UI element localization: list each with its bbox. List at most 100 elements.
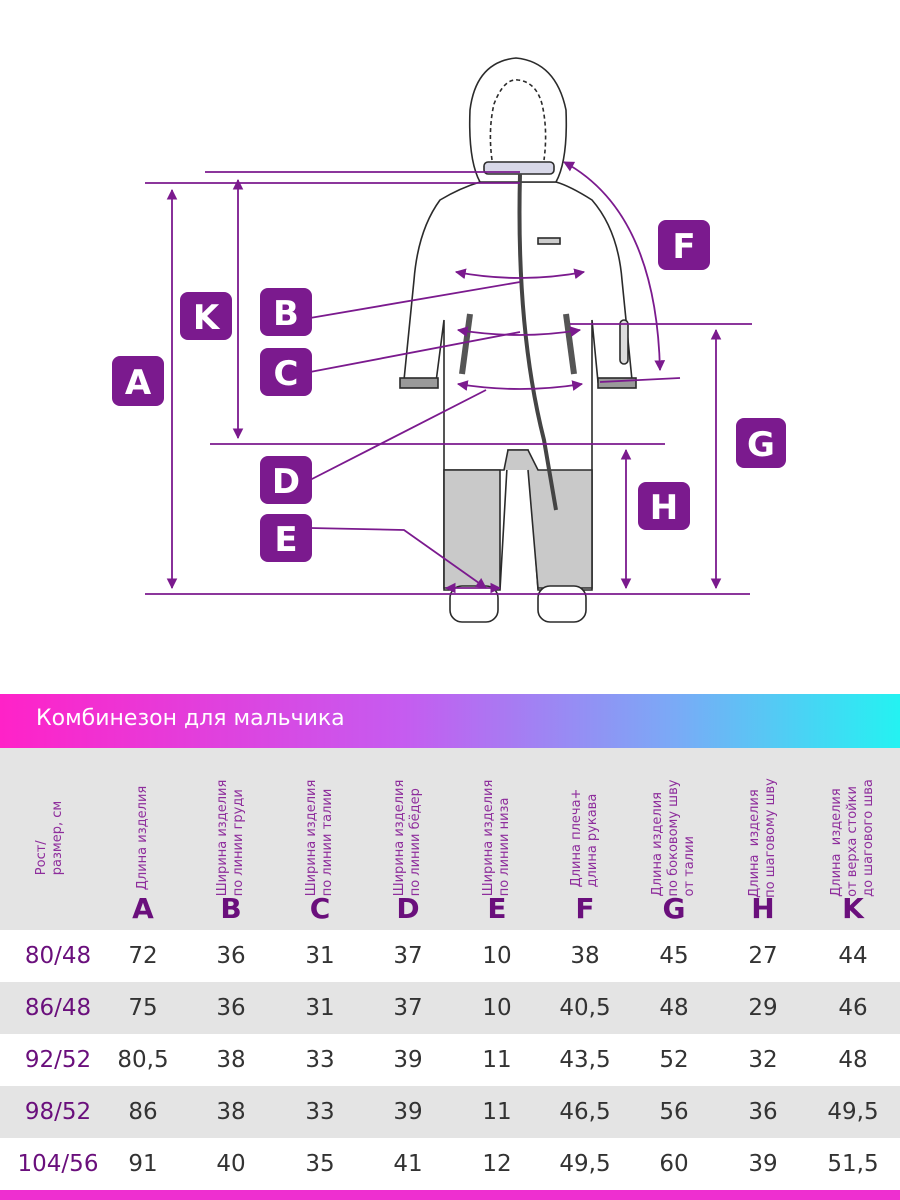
- table-row: 86/48 75 36 31 37 10 40,5 48 29 46: [0, 982, 900, 1034]
- header-col-h: Длина изделия по шаговому шву H: [720, 748, 806, 930]
- table-row: 98/52 86 38 33 39 11 46,5 56 36 49,5: [0, 1086, 900, 1138]
- value-cell-e: 10: [482, 943, 512, 969]
- svg-text:K: K: [193, 298, 221, 338]
- product-title: Комбинезон для мальчика: [36, 706, 345, 731]
- header-letter: C: [309, 892, 331, 925]
- value-cell-k: 48: [838, 1047, 868, 1073]
- value-cell-a: 75: [128, 995, 158, 1021]
- value-cell-k: 51,5: [827, 1151, 879, 1177]
- value-cell-f: 40,5: [559, 995, 611, 1021]
- value-cell-d: 39: [393, 1099, 423, 1125]
- header-label: Длина плеча+ длина рукава: [569, 788, 600, 888]
- size-cell: 98/52: [24, 1099, 92, 1125]
- header-col-a: Длина изделия A: [100, 748, 186, 930]
- value-cell-e: 11: [482, 1047, 512, 1073]
- product-title-banner: Комбинезон для мальчика: [0, 694, 900, 748]
- value-cell-h: 39: [748, 1151, 778, 1177]
- value-cell-a: 80,5: [117, 1047, 169, 1073]
- badge-b: B: [260, 288, 312, 336]
- header-label: Ширина изделия по линии талии: [304, 779, 335, 897]
- badge-c: C: [260, 348, 312, 396]
- value-cell-g: 52: [659, 1047, 689, 1073]
- value-cell-f: 43,5: [559, 1047, 611, 1073]
- value-cell-c: 31: [305, 943, 335, 969]
- size-diagram: A B C D E F G H K: [112, 57, 786, 623]
- value-cell-e: 10: [482, 995, 512, 1021]
- header-label: Рост/ размер, см: [34, 800, 65, 876]
- table-row: 80/48 72 36 31 37 10 38 45 27 44: [0, 930, 900, 982]
- size-cell: 86/48: [24, 995, 92, 1021]
- svg-text:D: D: [272, 462, 300, 502]
- header-col-k: Длина изделия от верха стойки до шаговог…: [806, 748, 900, 930]
- value-cell-c: 31: [305, 995, 335, 1021]
- badge-h: H: [638, 482, 690, 530]
- header-label: Ширина изделия по линии бёдер: [392, 779, 423, 897]
- table-row: 92/52 80,5 38 33 39 11 43,5 52 32 48: [0, 1034, 900, 1086]
- value-cell-b: 40: [216, 1151, 246, 1177]
- value-cell-b: 38: [216, 1047, 246, 1073]
- header-letter: G: [662, 892, 686, 925]
- header-col-size: Рост/ размер, см: [0, 748, 100, 930]
- badge-a: A: [112, 356, 164, 406]
- header-label: Ширина изделия по линии низа: [481, 779, 512, 897]
- value-cell-c: 33: [305, 1047, 335, 1073]
- value-cell-a: 72: [128, 943, 158, 969]
- value-cell-f: 38: [570, 943, 600, 969]
- value-cell-k: 44: [838, 943, 868, 969]
- header-col-f: Длина плеча+ длина рукава F: [542, 748, 628, 930]
- value-cell-h: 36: [748, 1099, 778, 1125]
- value-cell-k: 49,5: [827, 1099, 879, 1125]
- value-cell-d: 37: [393, 943, 423, 969]
- size-cell: 80/48: [24, 943, 92, 969]
- svg-text:H: H: [650, 488, 678, 528]
- value-cell-g: 48: [659, 995, 689, 1021]
- value-cell-k: 46: [838, 995, 868, 1021]
- value-cell-b: 38: [216, 1099, 246, 1125]
- bottom-accent-bar: [0, 1190, 900, 1200]
- badge-k: K: [180, 292, 232, 340]
- header-label: Ширина изделия по линии груди: [215, 779, 246, 897]
- value-cell-d: 39: [393, 1047, 423, 1073]
- header-col-e: Ширина изделия по линии низа E: [452, 748, 542, 930]
- header-letter: F: [575, 892, 595, 925]
- badge-e: E: [260, 514, 312, 562]
- header-label: Длина изделия по шаговому шву: [747, 778, 778, 898]
- value-cell-h: 29: [748, 995, 778, 1021]
- value-cell-a: 86: [128, 1099, 158, 1125]
- badge-d: D: [260, 456, 312, 504]
- header-col-c: Ширина изделия по линии талии C: [276, 748, 364, 930]
- header-letter: D: [396, 892, 420, 925]
- header-label: Длина изделия: [135, 785, 150, 891]
- svg-text:G: G: [747, 425, 775, 465]
- svg-text:F: F: [672, 227, 695, 267]
- svg-text:B: B: [273, 294, 299, 334]
- badge-f: F: [658, 220, 710, 270]
- header-letter: A: [132, 892, 154, 925]
- header-col-g: Длина изделия по боковому шву от талии G: [628, 748, 720, 930]
- value-cell-f: 46,5: [559, 1099, 611, 1125]
- header-letter: E: [487, 892, 507, 925]
- header-letter: K: [842, 892, 864, 925]
- header-col-d: Ширина изделия по линии бёдер D: [364, 748, 452, 930]
- value-cell-d: 37: [393, 995, 423, 1021]
- header-label: Длина изделия по боковому шву от талии: [650, 779, 697, 897]
- size-cell: 104/56: [17, 1151, 99, 1177]
- header-letter: B: [220, 892, 242, 925]
- value-cell-d: 41: [393, 1151, 423, 1177]
- table-header: Рост/ размер, см Длина изделия A Ширина …: [0, 748, 900, 930]
- badge-g: G: [736, 418, 786, 468]
- header-label: Длина изделия от верха стойки до шаговог…: [829, 779, 876, 897]
- svg-text:E: E: [274, 520, 297, 560]
- value-cell-b: 36: [216, 995, 246, 1021]
- measurement-lines: [145, 161, 752, 595]
- svg-text:C: C: [274, 354, 299, 394]
- value-cell-h: 32: [748, 1047, 778, 1073]
- table-row: 104/56 91 40 35 41 12 49,5 60 39 51,5: [0, 1138, 900, 1190]
- value-cell-e: 12: [482, 1151, 512, 1177]
- value-cell-c: 33: [305, 1099, 335, 1125]
- size-cell: 92/52: [24, 1047, 92, 1073]
- header-letter: H: [751, 892, 775, 925]
- value-cell-b: 36: [216, 943, 246, 969]
- header-col-b: Ширина изделия по линии груди B: [186, 748, 276, 930]
- value-cell-a: 91: [128, 1151, 158, 1177]
